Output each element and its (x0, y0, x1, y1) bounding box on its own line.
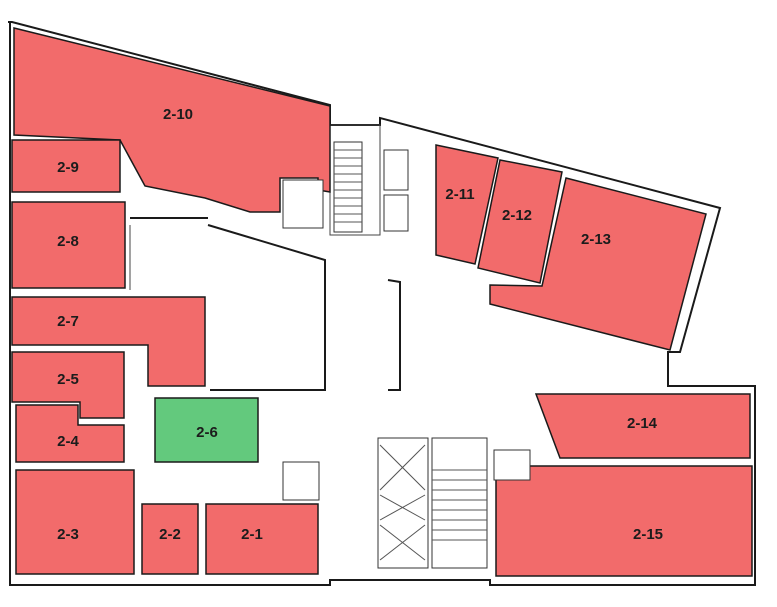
unit-label-2-12: 2-12 (502, 207, 532, 224)
unit-2-4[interactable]: 2-4 (15, 404, 125, 463)
unit-2-8[interactable]: 2-8 (11, 201, 126, 289)
unit-label-2-13: 2-13 (581, 231, 611, 248)
unit-area-2-8[interactable] (11, 201, 126, 289)
stair-core-south (377, 437, 488, 569)
unit-label-2-5: 2-5 (57, 371, 79, 388)
unit-2-12[interactable]: 2-12 (477, 159, 563, 284)
unit-area-2-7[interactable] (11, 296, 206, 387)
unit-label-2-1: 2-1 (241, 526, 263, 543)
unit-2-7[interactable]: 2-7 (11, 296, 206, 387)
unit-2-11[interactable]: 2-11 (435, 144, 499, 265)
unit-2-2[interactable]: 2-2 (141, 503, 199, 575)
unit-area-2-9[interactable] (11, 139, 121, 193)
unit-2-6[interactable]: 2-6 (154, 397, 259, 463)
unit-label-2-3: 2-3 (57, 526, 79, 543)
unit-2-15[interactable]: 2-15 (495, 465, 753, 577)
unit-2-1[interactable]: 2-1 (205, 503, 319, 575)
unit-2-3[interactable]: 2-3 (15, 469, 135, 575)
unit-label-2-7: 2-7 (57, 313, 79, 330)
unit-area-2-2[interactable] (141, 503, 199, 575)
stair-core-north (333, 141, 409, 233)
unit-label-2-6: 2-6 (196, 424, 218, 441)
unit-area-2-12[interactable] (477, 159, 563, 284)
unit-label-2-9: 2-9 (57, 159, 79, 176)
unit-2-5[interactable]: 2-5 (11, 351, 125, 419)
unit-area-2-3[interactable] (15, 469, 135, 575)
unit-label-2-14: 2-14 (627, 415, 658, 432)
unit-label-2-4: 2-4 (57, 433, 79, 450)
unit-area-2-14[interactable] (534, 393, 751, 459)
units-layer: 2-10 2-9 2-8 2-7 2-5 2-4 2-3 2-2 2-1 2-6 2-11 2-12 2… (11, 27, 753, 577)
restroom-fixtures (282, 179, 531, 501)
unit-label-2-2: 2-2 (159, 526, 181, 543)
unit-label-2-10: 2-10 (163, 106, 193, 123)
unit-label-2-8: 2-8 (57, 233, 79, 250)
unit-2-9[interactable]: 2-9 (11, 139, 121, 193)
unit-label-2-11: 2-11 (445, 186, 474, 203)
unit-area-2-11[interactable] (435, 144, 499, 265)
unit-area-2-13[interactable] (489, 177, 707, 351)
unit-area-2-4[interactable] (15, 404, 125, 463)
unit-area-2-1[interactable] (205, 503, 319, 575)
unit-area-2-15[interactable] (495, 465, 753, 577)
unit-area-2-6[interactable] (154, 397, 259, 463)
unit-area-2-5[interactable] (11, 351, 125, 419)
unit-2-14[interactable]: 2-14 (534, 393, 751, 459)
unit-2-13[interactable]: 2-13 (489, 177, 707, 351)
unit-label-2-15: 2-15 (633, 526, 663, 543)
